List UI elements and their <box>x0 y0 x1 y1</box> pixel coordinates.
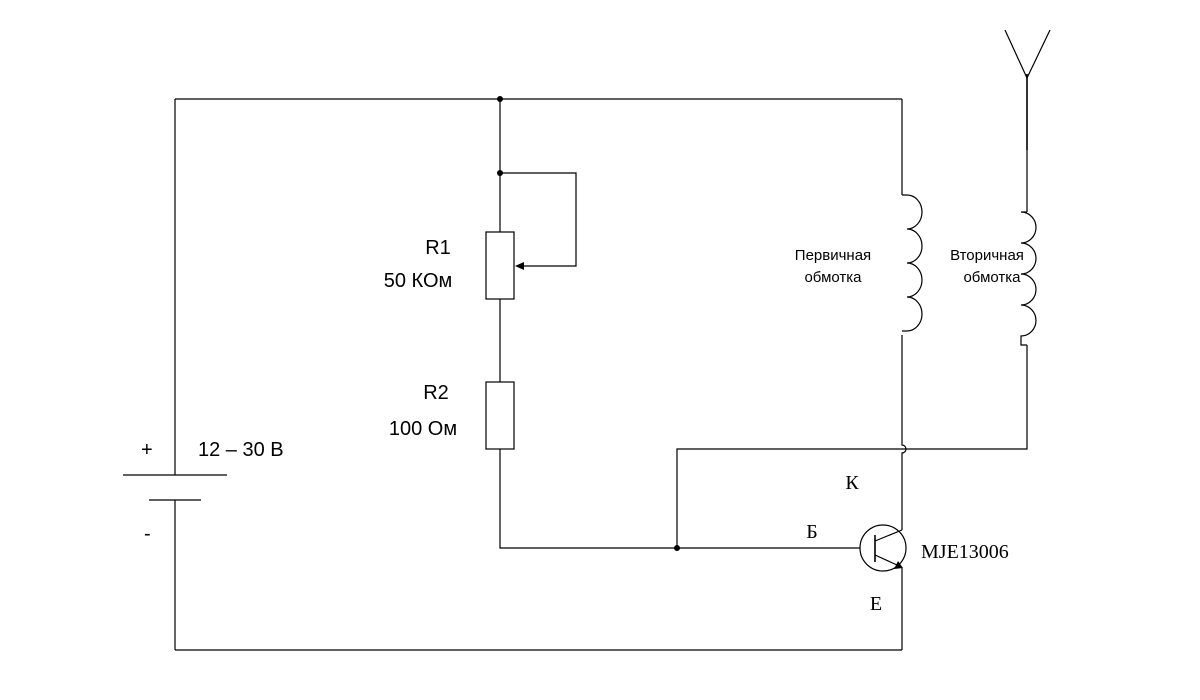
primary-coil-winding <box>902 194 923 332</box>
transistor-base-label: Б <box>806 521 817 543</box>
battery-voltage-label: 12 – 30 В <box>198 439 284 461</box>
antenna-icon <box>1004 29 1051 79</box>
secondary-coil: Вторичная обмотка <box>950 211 1037 346</box>
r2-name-label: R2 <box>423 382 449 404</box>
secondary-coil-label-line1: Вторичная <box>950 247 1024 264</box>
r2-value-label: 100 Ом <box>389 418 457 440</box>
wires <box>174 74 1028 651</box>
battery: + - 12 – 30 В <box>123 439 284 545</box>
transistor-emitter-label: Е <box>870 593 882 615</box>
antenna-left-arm <box>1004 29 1028 79</box>
transistor-emitter-arrow <box>894 561 903 569</box>
transistor-model-label: MJE13006 <box>921 541 1009 563</box>
r1-wiper-arrow <box>515 262 524 270</box>
r1-name-label: R1 <box>425 237 451 259</box>
r1-body <box>485 231 515 300</box>
transistor-body <box>859 524 907 572</box>
r2-to-base-wire <box>499 449 871 549</box>
primary-coil-label-line2: обмотка <box>804 269 862 286</box>
r1-potentiometer: R1 50 КОм <box>384 172 577 300</box>
r2-body <box>485 381 515 450</box>
transistor-collector-lead <box>874 529 903 542</box>
feedback-wire <box>676 345 1028 548</box>
junctions <box>497 96 680 551</box>
primary-to-collector-wire <box>901 335 907 530</box>
antenna-right-arm <box>1026 29 1051 79</box>
battery-plus-sign: + <box>141 439 153 461</box>
r1-value-label: 50 КОм <box>384 270 453 292</box>
r1-wiper-wire <box>500 172 577 267</box>
secondary-coil-label-line2: обмотка <box>963 269 1021 286</box>
junction-top-rail <box>497 96 503 102</box>
transistor-emitter-lead <box>874 554 898 566</box>
junction-base <box>674 545 680 551</box>
primary-coil: Первичная обмотка <box>795 194 923 332</box>
battery-minus-sign: - <box>144 523 151 545</box>
npn-transistor: К Б Е MJE13006 <box>806 472 1009 615</box>
r2-resistor: R2 100 Ом <box>389 381 515 450</box>
transistor-collector-label: К <box>845 472 859 494</box>
secondary-coil-winding <box>1020 211 1037 346</box>
primary-coil-label-line1: Первичная <box>795 247 871 264</box>
